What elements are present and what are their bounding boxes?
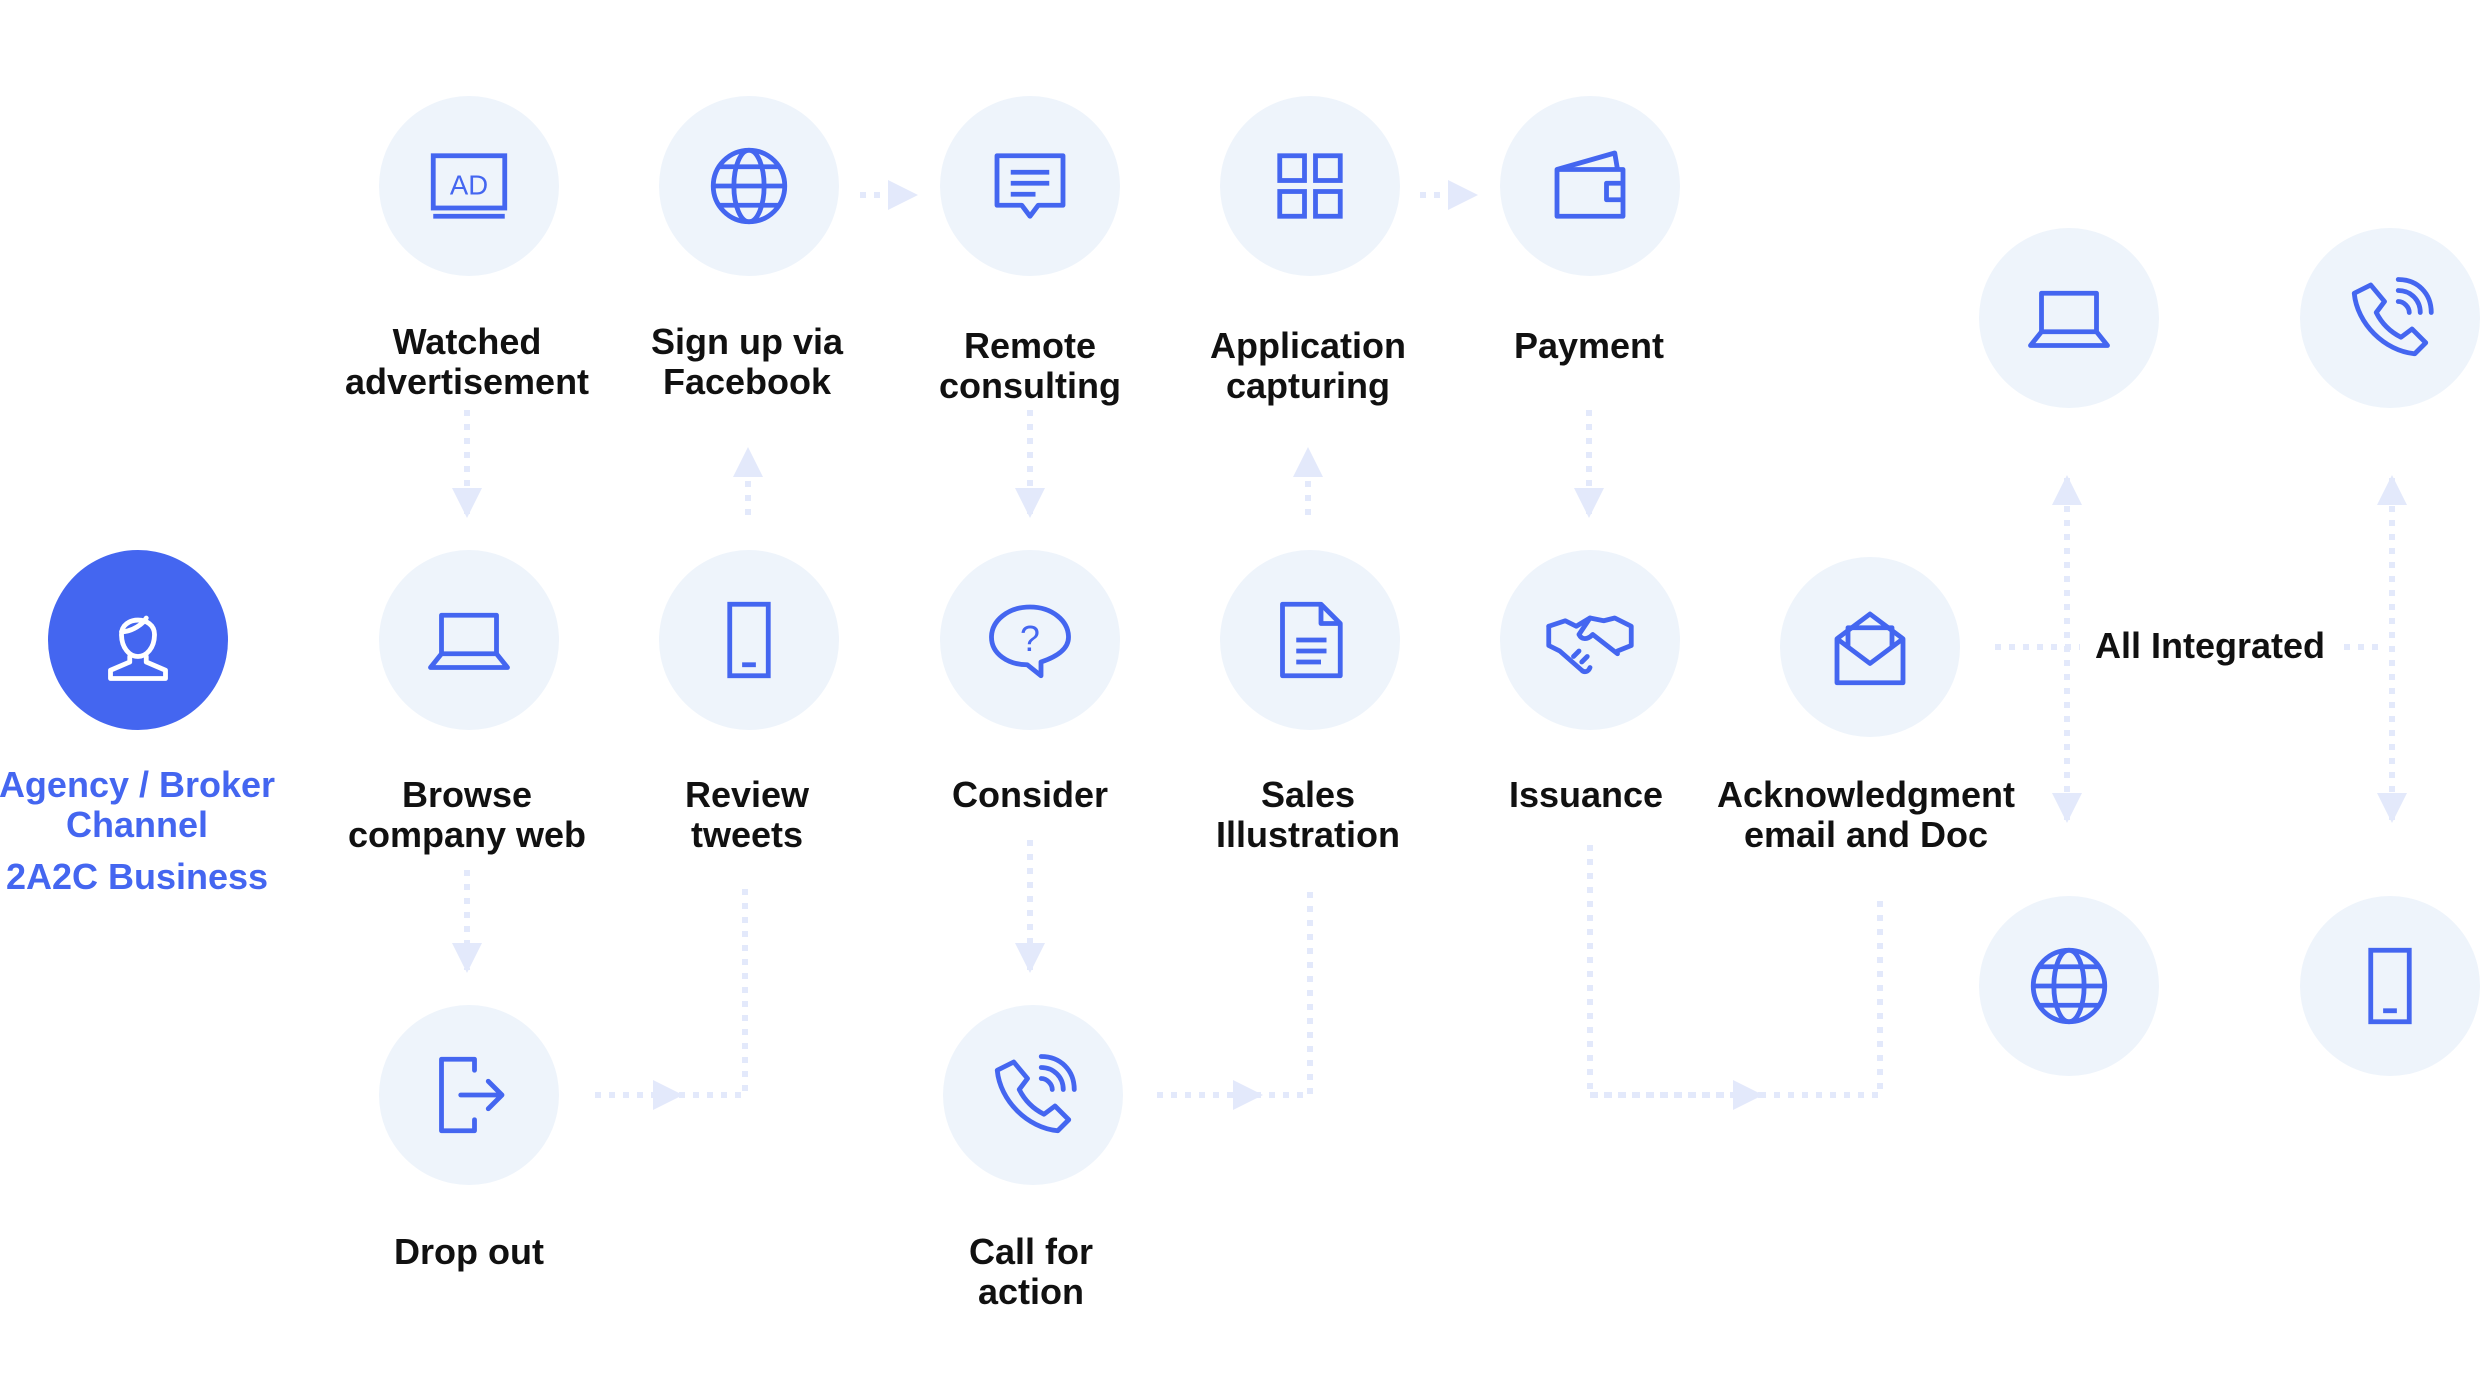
- issuance-line1: Issuance: [1508, 774, 1664, 815]
- remote-consulting-line2: consulting: [939, 365, 1121, 406]
- remote-consulting-label: Remote consulting: [860, 326, 1200, 406]
- integrated-laptop-node: [1979, 228, 2159, 408]
- exit-icon: [439, 1056, 505, 1134]
- ad-screen-icon: AD: [430, 153, 508, 219]
- payment-node: [1500, 96, 1680, 276]
- sales-illustration-label: Sales Illustration: [1138, 775, 1478, 855]
- all-integrated-text: All Integrated: [2094, 625, 2326, 666]
- signup-facebook-line1: Sign up via: [650, 321, 844, 362]
- review-tweets-line2: tweets: [690, 814, 804, 855]
- remote-consulting-node: [940, 96, 1120, 276]
- drop-out-node: [379, 1005, 559, 1185]
- mobile-phone-icon: [727, 601, 771, 679]
- agency-broker-line3: 2A2C Business: [5, 856, 269, 897]
- application-capturing-label: Application capturing: [1138, 326, 1478, 406]
- globe-icon: [2030, 947, 2108, 1025]
- agency-broker-line2: Channel: [65, 804, 208, 845]
- acknowledgment-line1: Acknowledgment: [1716, 774, 2016, 815]
- review-tweets-line1: Review: [684, 774, 810, 815]
- review-tweets-node: [659, 550, 839, 730]
- application-capturing-node: [1220, 96, 1400, 276]
- handshake-icon: [1546, 615, 1634, 675]
- connector-issuance-to-ack: [1587, 845, 1883, 1098]
- browse-web-line2: company web: [347, 814, 587, 855]
- mobile-phone-icon: [2368, 947, 2412, 1025]
- drop-out-line1: Drop out: [394, 1231, 544, 1272]
- chat-message-icon: [994, 153, 1066, 219]
- agency-broker-node: [48, 550, 228, 730]
- payment-line1: Payment: [1513, 325, 1665, 366]
- acknowledgment-line2: email and Doc: [1743, 814, 1989, 855]
- consider-label: Consider: [860, 775, 1200, 815]
- consider-line1: Consider: [951, 774, 1109, 815]
- connector-dropout-to-review: [595, 885, 748, 1098]
- phone-call-icon: [2351, 277, 2434, 357]
- agency-broker-line1: Agency / Broker: [0, 764, 276, 805]
- application-capturing-line2: capturing: [1225, 365, 1390, 406]
- call-for-action-line2: action: [977, 1271, 1084, 1312]
- document-icon: [1280, 601, 1343, 679]
- watched-ad-node: AD: [379, 96, 559, 276]
- call-for-action-line1: Call for: [968, 1231, 1093, 1272]
- sales-illustration-line1: Sales: [1260, 774, 1356, 815]
- acknowledgment-node: [1780, 557, 1960, 737]
- drop-out-label: Drop out: [299, 1232, 639, 1272]
- browse-web-label: Browse company web: [297, 775, 637, 855]
- watched-ad-line1: Watched: [392, 321, 542, 362]
- envelope-icon: [1834, 611, 1906, 686]
- integrated-globe-node: [1979, 896, 2159, 1076]
- phone-call-icon: [994, 1054, 1077, 1134]
- svg-text:AD: AD: [450, 169, 488, 200]
- browse-web-node: [379, 550, 559, 730]
- signup-facebook-node: [659, 96, 839, 276]
- wallet-icon: [1554, 150, 1626, 219]
- connector-call-to-sales: [1157, 885, 1313, 1098]
- review-tweets-label: Review tweets: [577, 775, 917, 855]
- browse-web-line1: Browse: [401, 774, 533, 815]
- call-for-action-label: Call for action: [861, 1232, 1201, 1312]
- globe-icon: [710, 147, 788, 225]
- sales-illustration-line2: Illustration: [1215, 814, 1400, 855]
- svg-text:?: ?: [1020, 619, 1040, 659]
- integrated-mobile-node: [2300, 896, 2480, 1076]
- grid-icon: [1277, 153, 1343, 219]
- agency-broker-label: Agency / Broker Channel 2A2C Business: [0, 765, 317, 897]
- issuance-label: Issuance: [1416, 775, 1756, 815]
- signup-facebook-line2: Facebook: [662, 361, 832, 402]
- integrated-phone-call-node: [2300, 228, 2480, 408]
- laptop-icon: [428, 612, 510, 670]
- signup-facebook-label: Sign up via Facebook: [577, 322, 917, 402]
- payment-label: Payment: [1419, 326, 1759, 366]
- watched-ad-line2: advertisement: [344, 361, 590, 402]
- woman-avatar-icon: [108, 615, 168, 681]
- application-capturing-line1: Application: [1210, 325, 1406, 366]
- remote-consulting-line1: Remote: [963, 325, 1097, 366]
- sales-illustration-node: [1220, 550, 1400, 730]
- all-integrated-label: All Integrated: [2080, 626, 2340, 666]
- watched-ad-label: Watched advertisement: [297, 322, 637, 402]
- question-bubble-icon: ?: [989, 604, 1071, 679]
- acknowledgment-label: Acknowledgment email and Doc: [1676, 775, 2056, 855]
- laptop-icon: [2028, 290, 2110, 348]
- call-for-action-node: [943, 1005, 1123, 1185]
- issuance-node: [1500, 550, 1680, 730]
- consider-node: ?: [940, 550, 1120, 730]
